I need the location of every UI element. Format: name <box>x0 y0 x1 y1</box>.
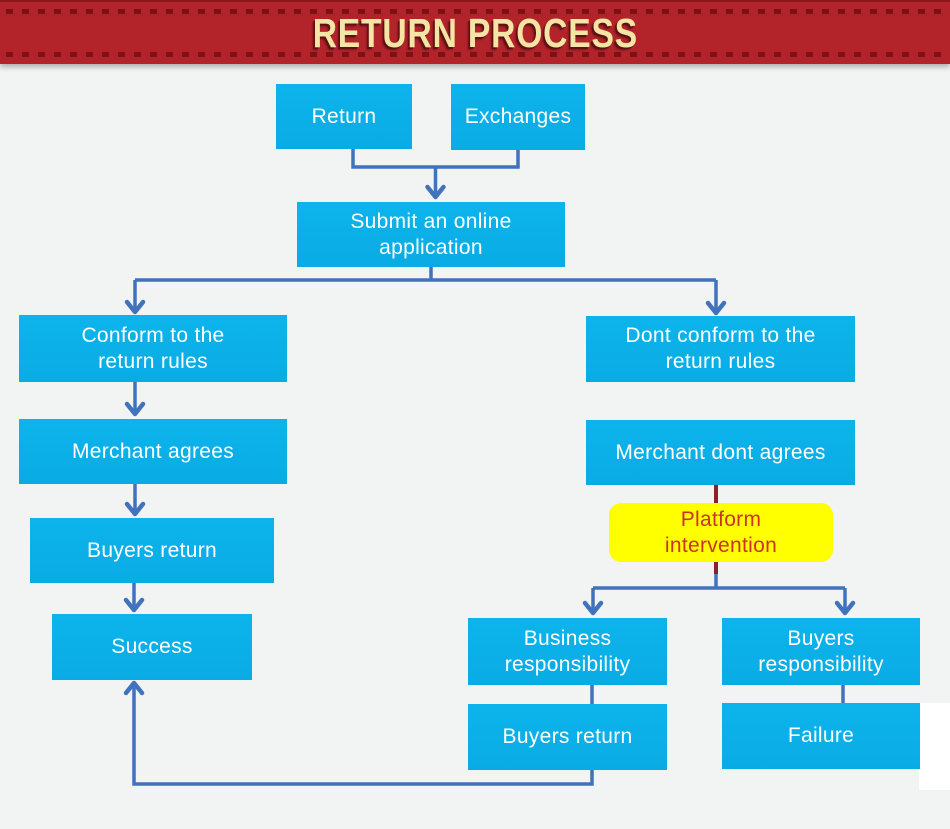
node-merchant-dont-agrees: Merchant dont agrees <box>586 420 855 485</box>
edge-loop-to-success <box>132 684 594 786</box>
arrowhead-success-loop-up <box>123 680 145 696</box>
node-failure-label: Failure <box>787 724 855 747</box>
edge-return-exchanges-join <box>351 149 520 169</box>
node-return: Return <box>276 84 412 149</box>
node-exchanges: Exchanges <box>451 84 585 150</box>
arrowhead-dont-conform <box>705 300 727 316</box>
node-platform-intervention-label: Platform intervention <box>664 507 778 557</box>
node-success: Success <box>52 614 252 680</box>
node-success-label: Success <box>111 635 193 658</box>
arrowhead-submit <box>425 184 446 200</box>
node-buyers-return-right-label: Buyers return <box>502 725 633 748</box>
node-dont-conform-rules-label: Dont conform to the return rules <box>625 324 816 373</box>
node-business-responsibility-label: Business responsibility <box>504 626 631 676</box>
node-buyers-responsibility: Buyers responsibility <box>722 618 920 685</box>
title-banner: RETURN PROCESS <box>0 0 950 64</box>
arrowhead-business-responsibility <box>582 600 604 616</box>
node-failure: Failure <box>722 703 920 769</box>
node-platform-intervention: Platform intervention <box>609 503 833 562</box>
node-return-label: Return <box>311 104 377 128</box>
node-conform-rules: Conform to the return rules <box>19 315 287 382</box>
node-buyers-return-right: Buyers return <box>468 704 667 770</box>
node-submit-application-label: Submit an online application <box>350 209 512 259</box>
page-title: RETURN PROCESS <box>312 9 638 56</box>
arrowhead-buyers-return-left <box>124 501 146 517</box>
node-buyers-responsibility-label: Buyers responsibility <box>758 626 884 676</box>
node-conform-rules-label: Conform to the return rules <box>81 323 225 373</box>
node-business-responsibility: Business responsibility <box>468 618 667 685</box>
arrowhead-conform <box>124 299 146 315</box>
node-buyers-return-left: Buyers return <box>30 518 274 583</box>
node-merchant-agrees-label: Merchant agrees <box>71 439 235 463</box>
node-submit-application: Submit an online application <box>297 202 565 267</box>
node-exchanges-label: Exchanges <box>464 105 572 128</box>
arrowhead-success <box>123 597 145 613</box>
node-dont-conform-rules: Dont conform to the return rules <box>586 316 855 382</box>
arrowhead-merchant-agrees <box>124 401 146 417</box>
node-merchant-dont-agrees-label: Merchant dont agrees <box>615 440 826 464</box>
arrowhead-buyers-responsibility <box>834 600 856 616</box>
edge-submit-split <box>133 267 718 311</box>
white-patch <box>919 703 950 790</box>
stitch-line-top <box>6 9 944 14</box>
node-merchant-agrees: Merchant agrees <box>19 419 287 484</box>
node-buyers-return-left-label: Buyers return <box>87 538 217 562</box>
stitch-line-bottom <box>6 52 944 57</box>
edge-platform-split <box>591 571 847 610</box>
